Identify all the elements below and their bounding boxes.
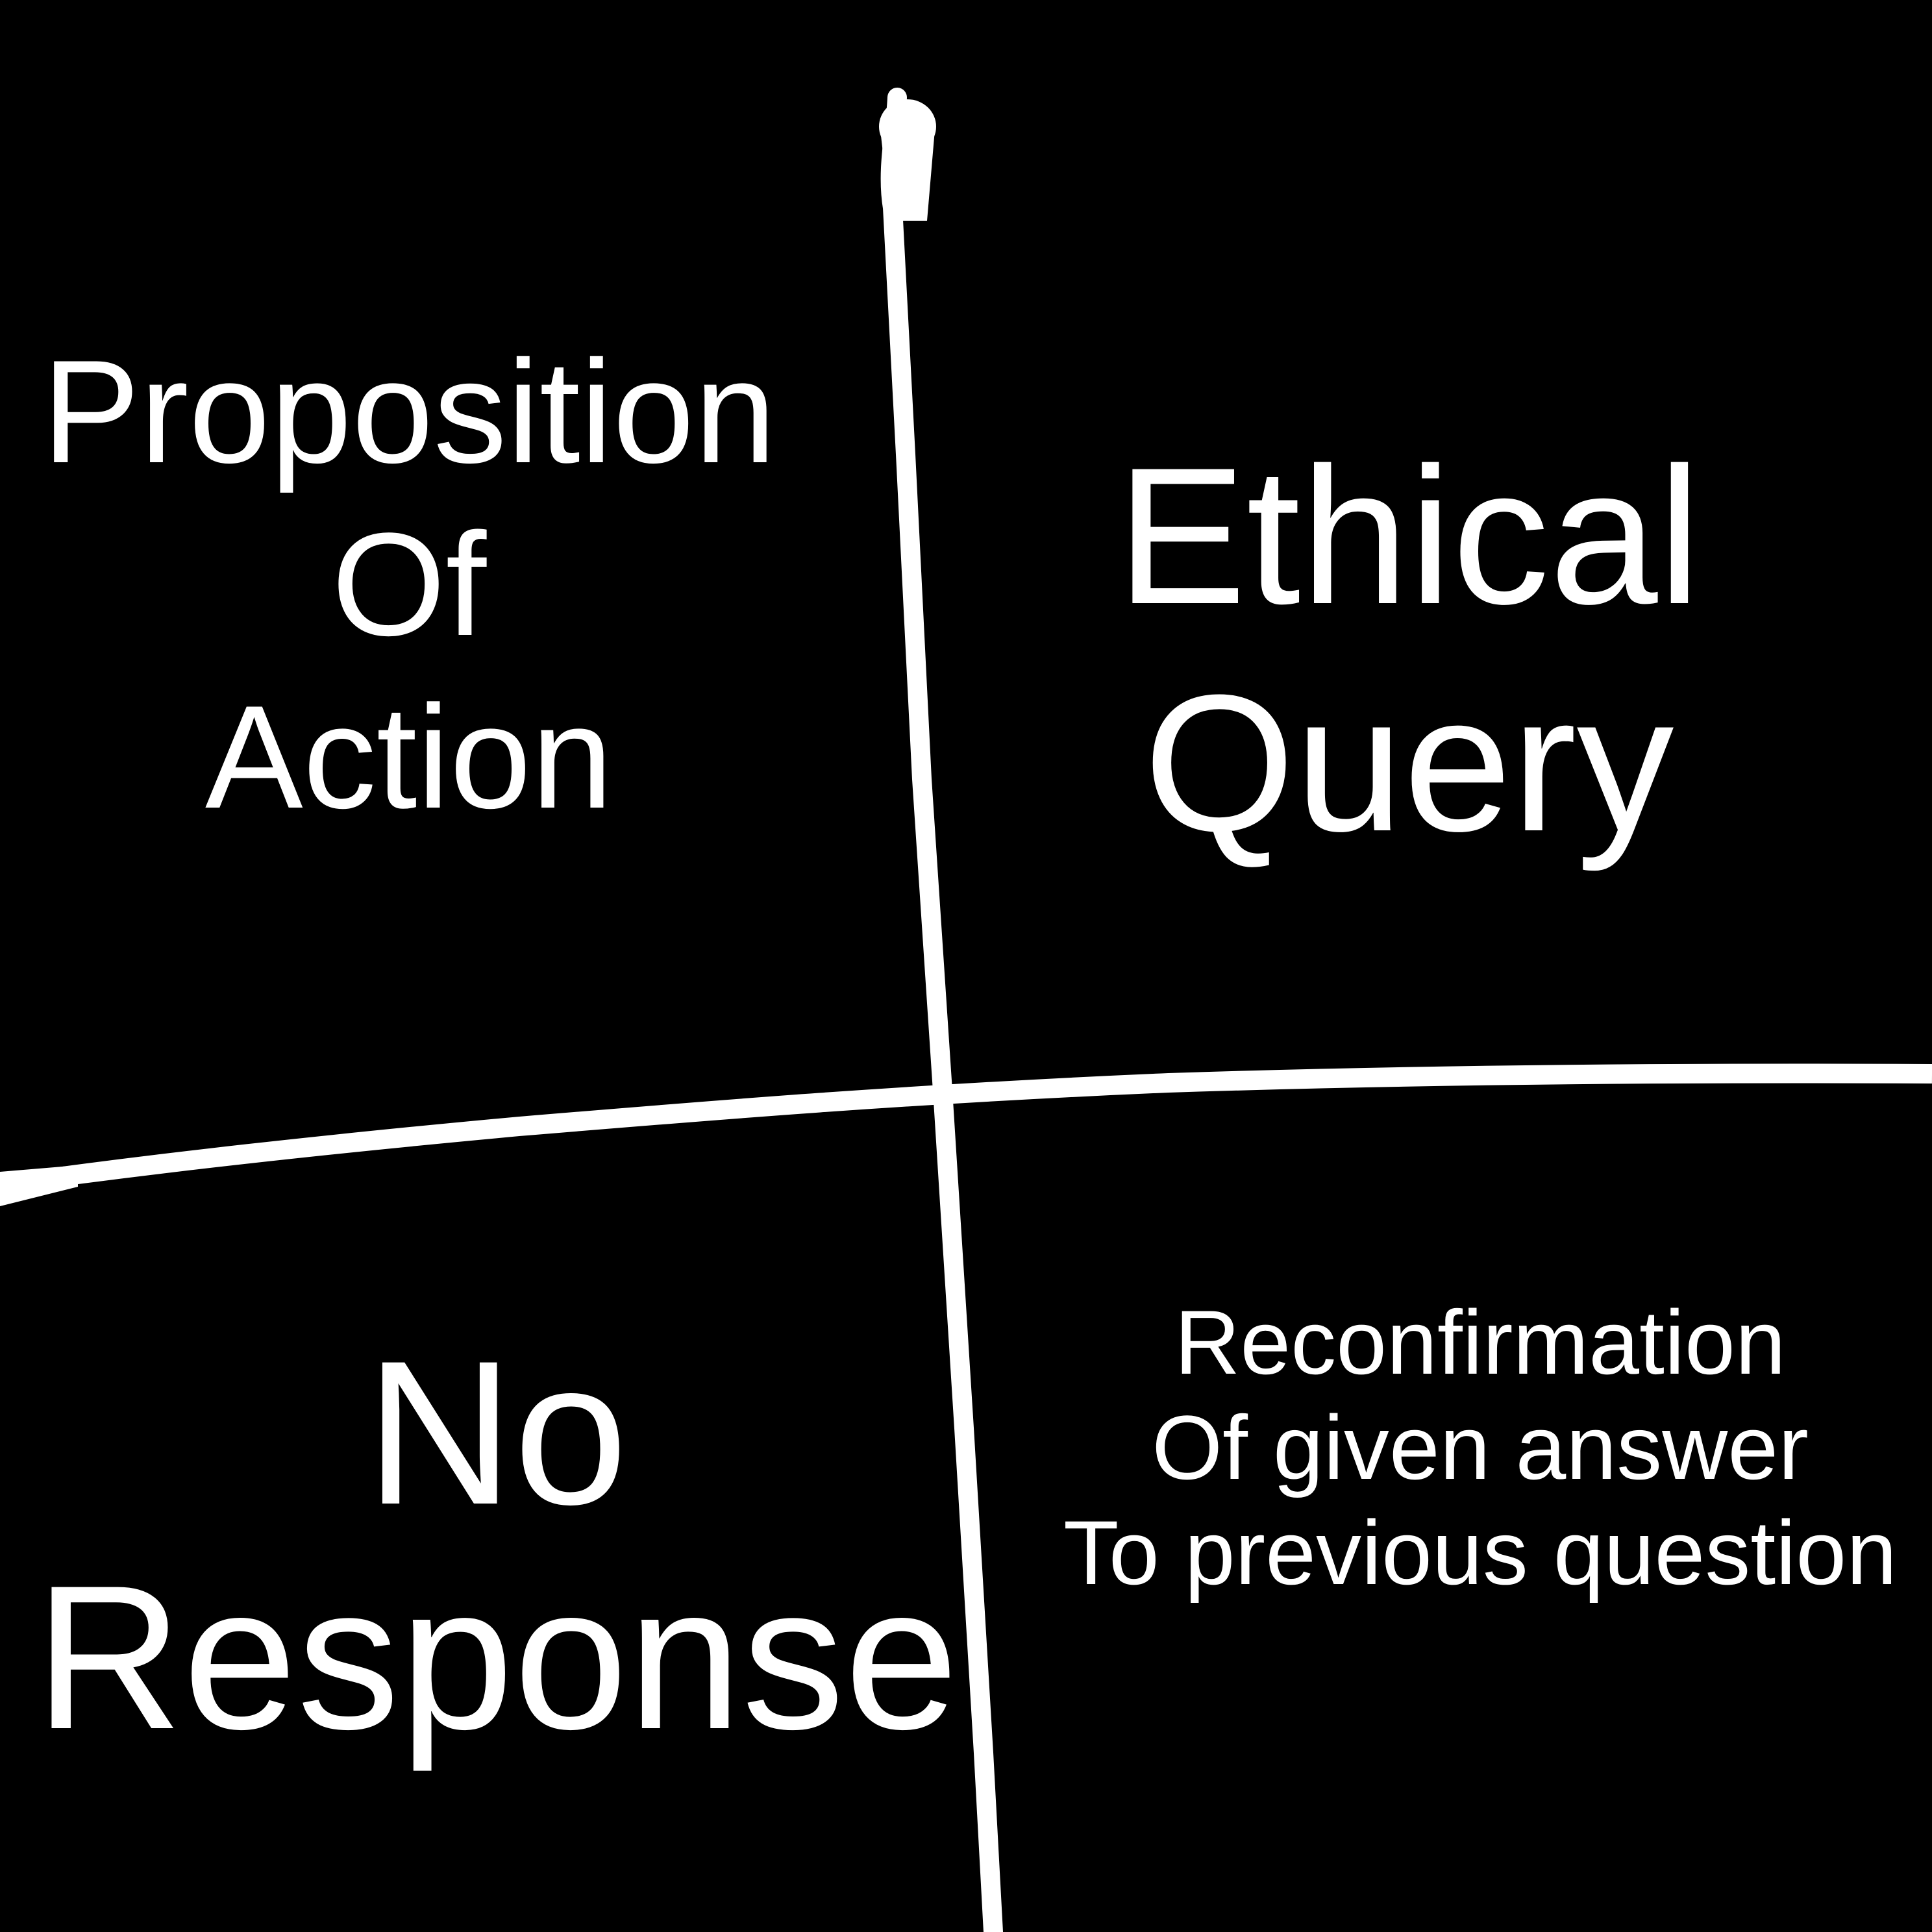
bottom-right-line-3: To previous question xyxy=(1063,1502,1898,1604)
bottom-left-line-2: Response xyxy=(34,1542,959,1772)
top-left-line-2: Of xyxy=(331,502,487,666)
top-left-line-3: Action xyxy=(204,675,613,839)
top-right-line-2: Query xyxy=(1143,654,1674,872)
bottom-right-line-2: Of given answer xyxy=(1152,1396,1809,1498)
top-right-line-1: Ethical xyxy=(1116,427,1702,645)
quadrant-top-left-label: Proposition Of Action xyxy=(19,329,799,839)
horizontal-divider-line xyxy=(0,1063,1932,1195)
quadrant-bottom-left-label: No Response xyxy=(35,1305,959,1785)
horizontal-divider-left-end xyxy=(0,1165,78,1206)
vertical-divider-taper xyxy=(880,130,935,221)
bottom-left-line-1: No xyxy=(365,1318,628,1547)
bottom-right-line-1: Reconfirmation xyxy=(1174,1291,1786,1393)
quadrant-top-right-label: Ethical Query xyxy=(1052,415,1766,883)
quadrant-bottom-right-label: Reconfirmation Of given answer To previo… xyxy=(1039,1285,1922,1610)
top-left-line-1: Proposition xyxy=(42,329,776,493)
